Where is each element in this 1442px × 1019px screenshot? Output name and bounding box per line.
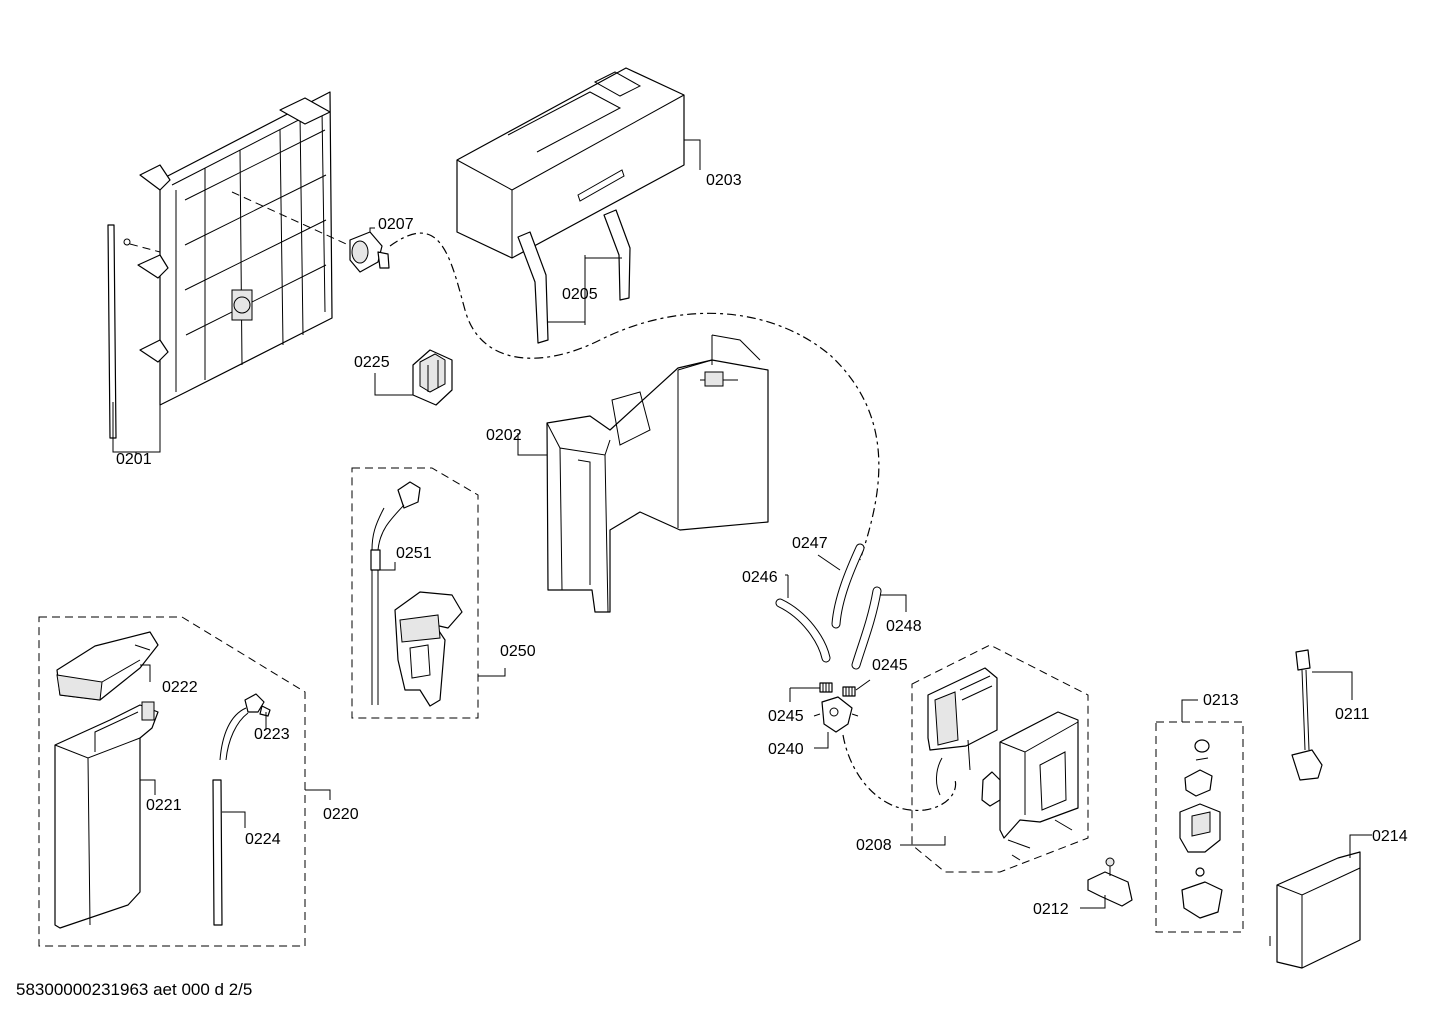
leader-0221	[140, 779, 156, 795]
part-0245-clamp-right	[842, 686, 856, 697]
part-0211-sensor-cable	[1291, 649, 1323, 781]
label-0211: 0211	[1335, 706, 1370, 723]
leader-0202	[517, 433, 547, 456]
part-0248-hose	[851, 586, 882, 670]
leader-0247	[817, 554, 841, 571]
part-0223-hose	[219, 693, 271, 761]
part-0214-cover	[1269, 851, 1361, 969]
part-0203-lid	[456, 67, 685, 259]
part-0224-tube	[212, 779, 223, 926]
part-0221-water-tank	[54, 701, 159, 929]
label-0247: 0247	[792, 535, 828, 552]
group-boundary-0208	[911, 644, 1089, 873]
leader-0248	[880, 594, 907, 612]
leader-0212	[1080, 895, 1106, 909]
part-0207-connector	[349, 231, 390, 273]
part-0212-holder	[1087, 857, 1133, 907]
label-0212: 0212	[1033, 901, 1069, 918]
part-0246-hose	[775, 598, 831, 663]
label-0222: 0222	[162, 679, 198, 696]
document-id: 58300000231963 aet 000 d 2/5	[16, 980, 253, 999]
label-0224: 0224	[245, 831, 281, 848]
leader-0222	[140, 664, 151, 682]
label-0203: 0203	[706, 172, 742, 189]
leader-0225	[374, 373, 413, 396]
part-0202-housing	[546, 334, 769, 613]
label-0245-left: 0245	[768, 708, 804, 725]
part-0245-clamp-left	[819, 682, 833, 693]
label-0201: 0201	[116, 451, 152, 468]
leader-0214	[1349, 834, 1372, 858]
label-0208: 0208	[856, 837, 892, 854]
leader-0208	[900, 836, 946, 846]
part-0208-bracket	[927, 667, 1079, 861]
leader-0220	[305, 789, 331, 800]
label-0250: 0250	[500, 643, 536, 660]
label-0248: 0248	[886, 618, 922, 635]
label-0214: 0214	[1372, 828, 1408, 845]
label-0225: 0225	[354, 354, 390, 371]
group-boundary-0220	[38, 616, 306, 947]
part-0251-hose-connector	[370, 481, 421, 705]
part-0225-clip	[412, 349, 453, 406]
part-0222-tank-lid	[56, 631, 159, 701]
group-boundary-0250	[351, 467, 479, 719]
leader-0205	[548, 255, 622, 325]
part-0213-valve-assembly	[1179, 739, 1223, 919]
label-0220: 0220	[323, 806, 359, 823]
leader-0201	[112, 402, 161, 455]
leader-0211	[1312, 671, 1353, 700]
leader-0203	[684, 139, 701, 170]
label-0246: 0246	[742, 569, 778, 586]
leader-0245-right	[855, 679, 871, 691]
label-0205: 0205	[562, 286, 598, 303]
leader-0240	[814, 732, 829, 749]
part-0201-back-panel	[107, 91, 356, 439]
label-0240: 0240	[768, 741, 804, 758]
part-0247-hose	[831, 543, 865, 629]
part-0205-rails	[517, 209, 631, 344]
label-0207: 0207	[378, 216, 414, 233]
label-0213: 0213	[1203, 692, 1239, 709]
label-0245-right: 0245	[872, 657, 908, 674]
leader-0245-left	[789, 687, 820, 702]
leader-0251	[378, 562, 396, 571]
part-0250-valve-housing	[394, 591, 463, 707]
leader-0224	[222, 811, 246, 828]
part-0240-valve	[813, 696, 859, 733]
label-0251: 0251	[396, 545, 432, 562]
hose-path-0207-0240	[389, 232, 880, 561]
label-0223: 0223	[254, 726, 290, 743]
leader-0207	[369, 227, 375, 232]
label-0221: 0221	[146, 797, 182, 814]
leader-0246	[785, 574, 789, 598]
group-boundary-0213	[1155, 721, 1244, 933]
leader-0250	[478, 668, 506, 677]
label-0202: 0202	[486, 427, 522, 444]
leader-0213	[1181, 699, 1198, 722]
